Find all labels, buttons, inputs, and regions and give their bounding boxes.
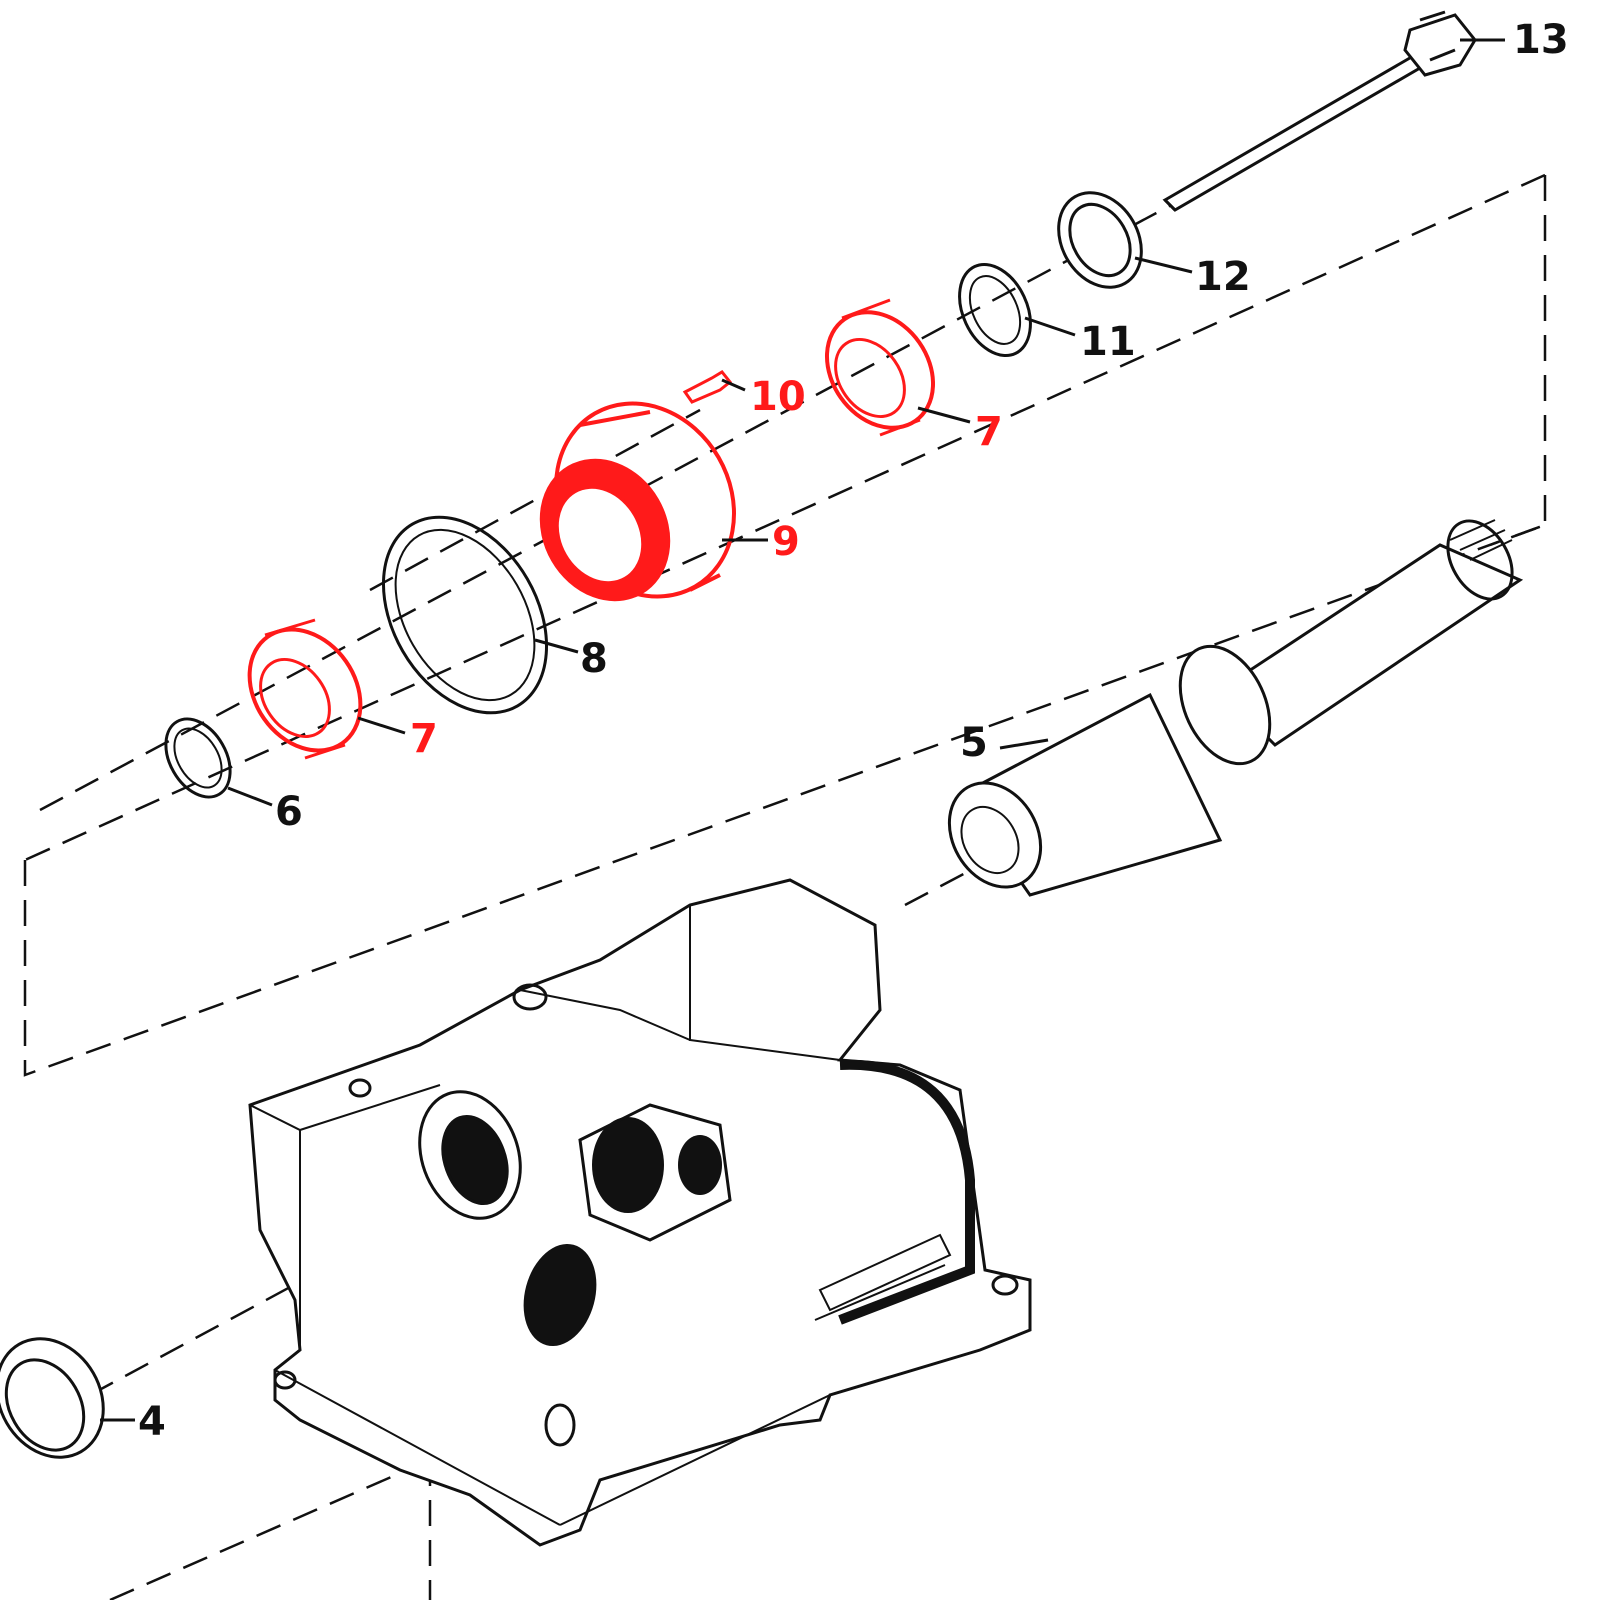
callout-9: 9 [772, 519, 800, 565]
callout-5: 5 [960, 720, 988, 766]
leader-5 [999, 738, 1049, 750]
callout-10: 10 [750, 374, 806, 420]
callout-8: 8 [580, 636, 608, 682]
leader-6 [227, 786, 273, 807]
callout-6: 6 [275, 789, 303, 835]
callout-7-lower: 7 [410, 716, 438, 762]
leader-7-lower [357, 716, 406, 735]
part-4-seal [0, 1337, 105, 1459]
part-11-lockwasher [958, 262, 1032, 358]
callout-4: 4 [138, 1399, 166, 1445]
leader-12 [1134, 256, 1193, 274]
part-12-nut [1057, 191, 1143, 289]
callout-13: 13 [1513, 17, 1569, 63]
gearcase-housing [248, 878, 1032, 1547]
callout-labels: 13 12 11 7 10 9 8 7 6 5 4 [138, 17, 1569, 1445]
leader-lines [100, 38, 1505, 1422]
part-5-shaft [947, 519, 1524, 897]
callout-11: 11 [1080, 319, 1136, 365]
part-10-screw [682, 370, 733, 404]
part-13-stud [1162, 10, 1477, 212]
part-8-gasket [381, 515, 549, 715]
part-6-washer [164, 717, 232, 799]
part-7-bearing-upper [824, 298, 936, 437]
part-7-bearing-lower [247, 618, 363, 760]
leader-7-upper [917, 406, 971, 424]
part-9-housing [539, 401, 736, 602]
leader-10 [721, 378, 746, 392]
leader-8 [534, 638, 579, 654]
leader-11 [1024, 316, 1076, 337]
callout-12: 12 [1195, 254, 1251, 300]
callout-7-upper: 7 [975, 409, 1003, 455]
